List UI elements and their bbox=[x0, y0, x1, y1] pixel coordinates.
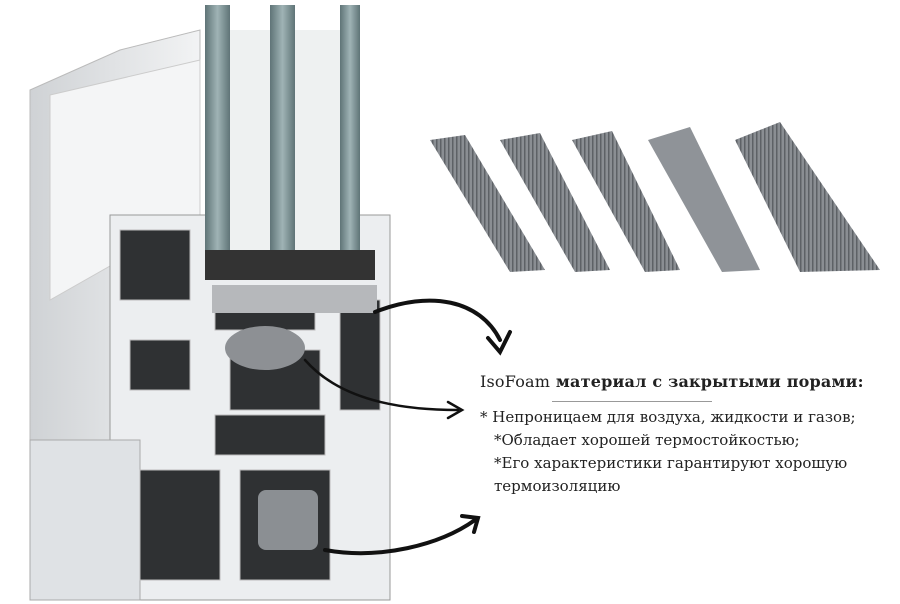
bullet-heat-resistance: *Обладает хорошей термостойкостью; bbox=[494, 431, 800, 449]
isofoam-caption: IsoFoam материал с закрытыми порами: * Н… bbox=[480, 372, 890, 498]
glass-unit bbox=[205, 5, 375, 280]
pointer-arrows bbox=[303, 298, 512, 556]
bullet-characteristics: *Его характеристики гарантируют хорошую bbox=[494, 454, 848, 472]
isofoam-strip-samples bbox=[430, 122, 880, 272]
caption-title: IsoFoam материал с закрытыми порами: bbox=[480, 372, 890, 391]
caption-title-text: материал с закрытыми порами: bbox=[555, 372, 864, 391]
foam-inserts bbox=[212, 285, 377, 550]
caption-divider bbox=[552, 401, 712, 402]
bullet-impermeable: * Непроницаем для воздуха, жидкости и га… bbox=[480, 408, 856, 426]
bullet-thermal-insulation: термоизоляцию bbox=[494, 477, 621, 495]
caption-brand: IsoFoam bbox=[480, 372, 551, 391]
